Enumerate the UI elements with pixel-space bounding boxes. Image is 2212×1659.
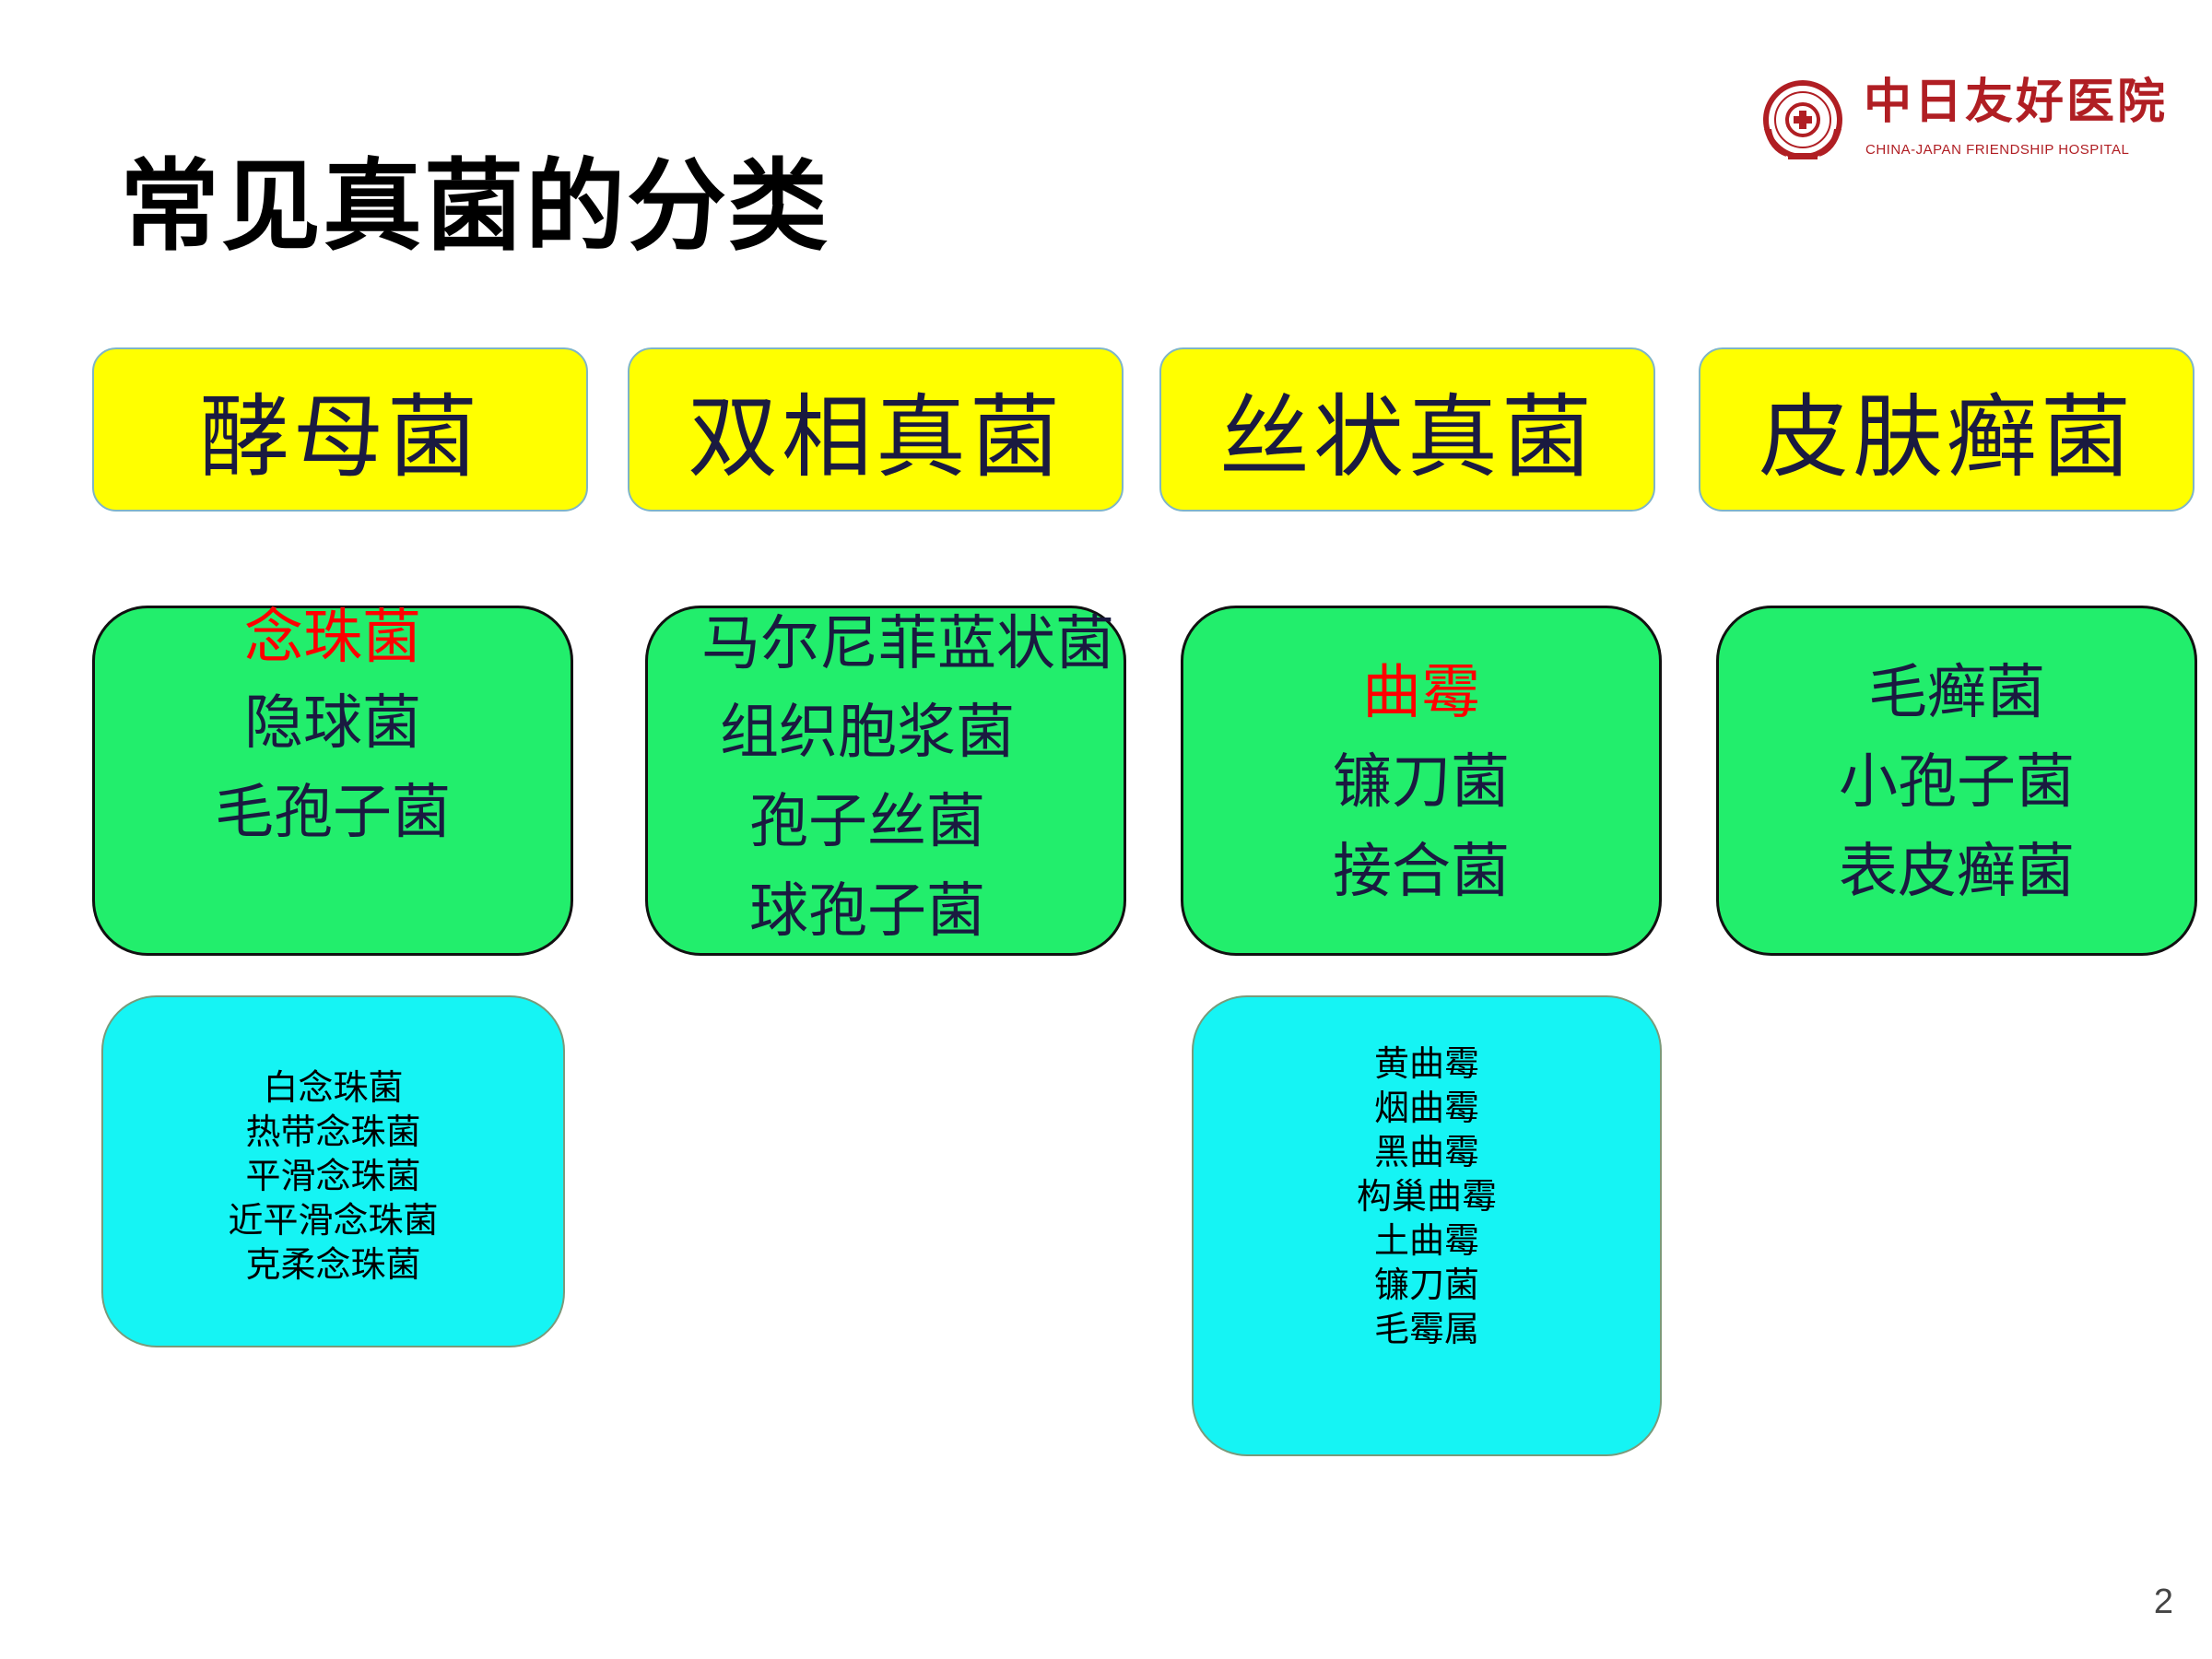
species-item: 黄曲霉 (1373, 1043, 1479, 1084)
genus-item: 镰刀菌 (1333, 748, 1510, 817)
species-item: 热带念珠菌 (245, 1112, 421, 1152)
species-item: 克柔念珠菌 (245, 1244, 421, 1285)
genus-item: 孢子丝菌 (749, 788, 985, 856)
genus-item: 表皮癣菌 (1839, 838, 2075, 906)
species-item: 镰刀菌 (1373, 1265, 1479, 1305)
genus-box-yeast: 念珠菌 隐球菌 毛孢子菌 (92, 606, 573, 956)
hospital-logo: 中日友好医院 CHINA-JAPAN FRIENDSHIP HOSPITAL (1760, 74, 2165, 166)
genus-item: 毛癣菌 (1868, 659, 2045, 727)
genus-box-dermatophyte: 毛癣菌 小孢子菌 表皮癣菌 (1716, 606, 2197, 956)
genus-box-dimorphic: 马尔尼菲蓝状菌 组织胞浆菌 孢子丝菌 球孢子菌 (645, 606, 1126, 956)
category-filamentous: 丝状真菌 (1159, 347, 1655, 512)
genus-item: 马尔尼菲蓝状菌 (701, 610, 1114, 678)
species-item: 近平滑念珠菌 (228, 1200, 439, 1241)
species-item: 白念珠菌 (263, 1067, 404, 1108)
page-number: 2 (2153, 1583, 2173, 1621)
species-item: 平滑念珠菌 (245, 1156, 421, 1196)
hospital-seal-icon (1763, 80, 1842, 159)
genus-box-filamentous: 曲霉 镰刀菌 接合菌 (1181, 606, 1662, 956)
genus-item: 曲霉 (1362, 659, 1480, 727)
species-item: 构巢曲霉 (1356, 1176, 1497, 1217)
genus-item: 念珠菌 (244, 604, 421, 672)
species-item: 土曲霉 (1373, 1220, 1479, 1261)
hospital-name-cn: 中日友好医院 (1864, 74, 2169, 130)
genus-item: 小孢子菌 (1839, 748, 2075, 817)
category-dermatophyte: 皮肤癣菌 (1699, 347, 2194, 512)
species-box-aspergillus: 黄曲霉 烟曲霉 黑曲霉 构巢曲霉 土曲霉 镰刀菌 毛霉属 (1192, 995, 1662, 1456)
genus-item: 隐球菌 (244, 689, 421, 758)
category-yeast: 酵母菌 (92, 347, 588, 512)
genus-item: 毛孢子菌 (215, 779, 451, 847)
species-item: 烟曲霉 (1373, 1088, 1479, 1128)
species-box-candida: 白念珠菌 热带念珠菌 平滑念珠菌 近平滑念珠菌 克柔念珠菌 (101, 995, 565, 1347)
genus-item: 球孢子菌 (749, 877, 985, 946)
species-item: 黑曲霉 (1373, 1132, 1479, 1172)
hospital-name-en: CHINA-JAPAN FRIENDSHIP HOSPITAL (1865, 142, 2130, 158)
slide-title: 常见真菌的分类 (120, 149, 830, 265)
genus-item: 接合菌 (1333, 838, 1510, 906)
genus-item: 组织胞浆菌 (720, 699, 1015, 767)
category-dimorphic: 双相真菌 (628, 347, 1124, 512)
species-item: 毛霉属 (1373, 1309, 1479, 1349)
